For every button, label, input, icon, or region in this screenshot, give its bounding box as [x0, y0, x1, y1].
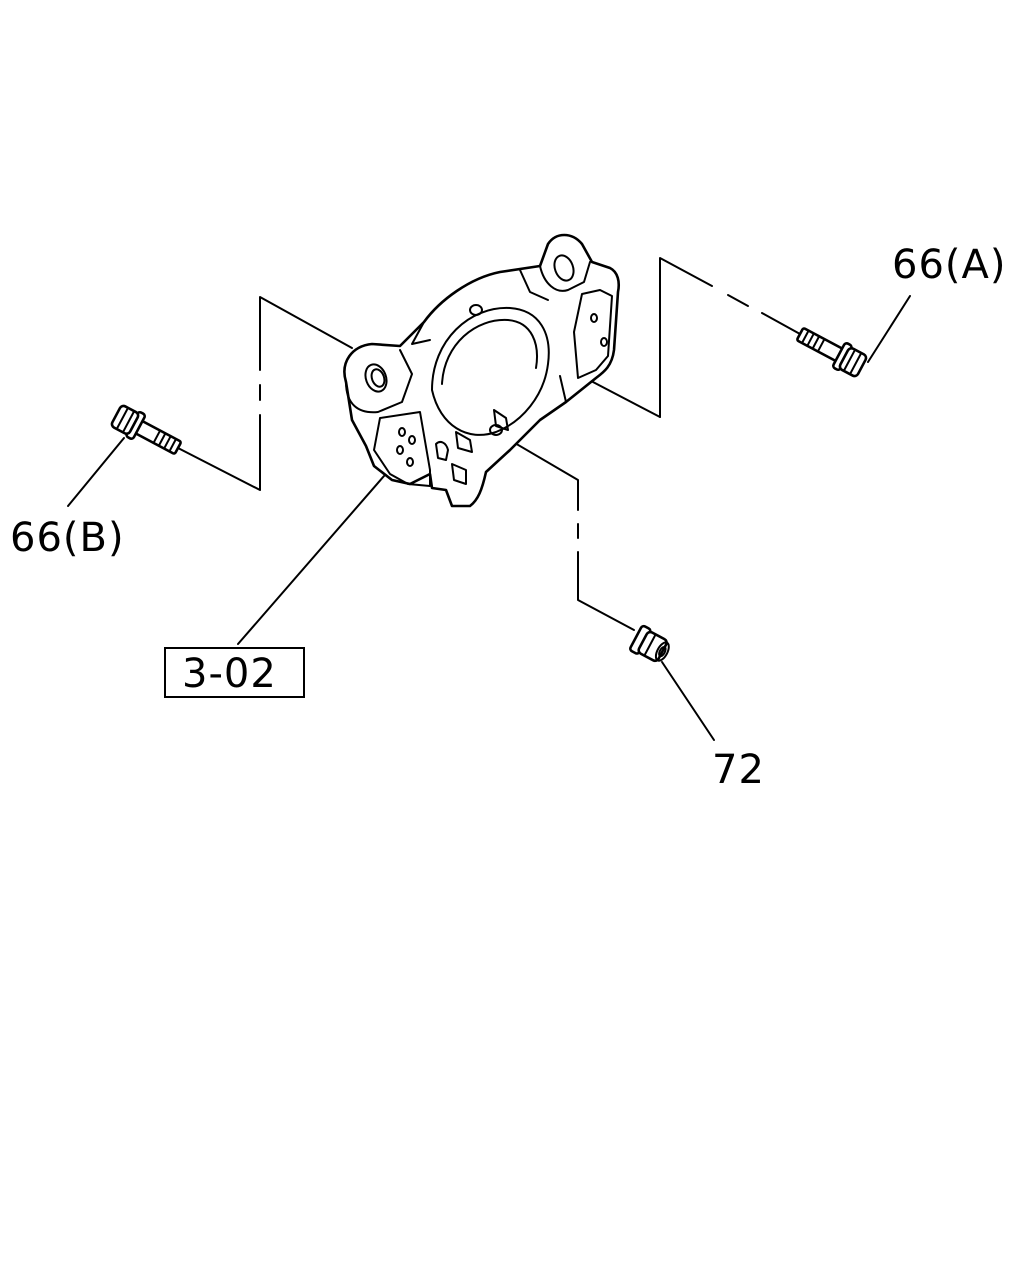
assembly-line-bolt-b-top: [259, 296, 353, 371]
assembly-line-bolt-a-dash: [727, 294, 749, 307]
assembly-line-nut: [495, 431, 579, 511]
callout-nut: 72: [712, 747, 765, 793]
flange-bolt-icon: [796, 327, 868, 378]
assembly-line-nut-end: [577, 551, 635, 631]
flange-bolt-icon: [110, 404, 182, 455]
bracket-reference-box: 3-02: [164, 647, 305, 698]
callout-bolt-b: 66(B): [10, 515, 125, 561]
callout-bolt-a: 66(A): [892, 242, 1007, 288]
assembly-line-bolt-a-vert: [659, 257, 713, 418]
assembly-line-bolt-a-end: [761, 312, 801, 335]
steering-knuckle-bracket-icon: [343, 233, 621, 508]
leader-nut: [661, 661, 715, 741]
bracket-reference-label: 3-02: [182, 651, 277, 697]
leader-bolt-a: [867, 295, 911, 363]
flange-nut-icon: [629, 624, 670, 663]
assembly-line-bolt-b: [177, 414, 261, 491]
leader-bracket: [237, 475, 385, 645]
leader-bolt-b: [67, 437, 125, 507]
